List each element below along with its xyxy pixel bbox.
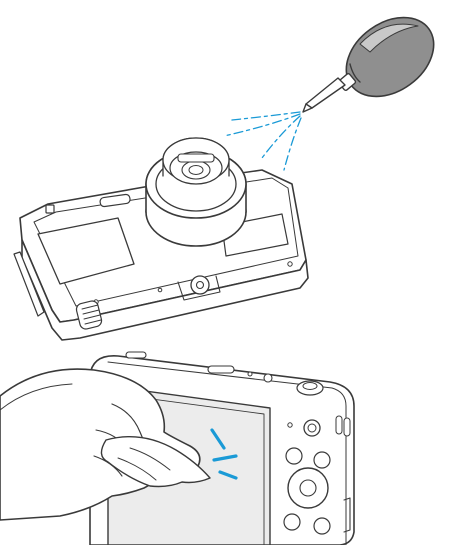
air-blower-icon [303, 1, 449, 112]
lens-barrel [146, 138, 246, 246]
screen-wiping-panel [0, 352, 354, 545]
air-spray-icon [224, 112, 301, 170]
blower-cleaning-panel [14, 1, 449, 340]
camera-bottom-icon [14, 138, 308, 340]
